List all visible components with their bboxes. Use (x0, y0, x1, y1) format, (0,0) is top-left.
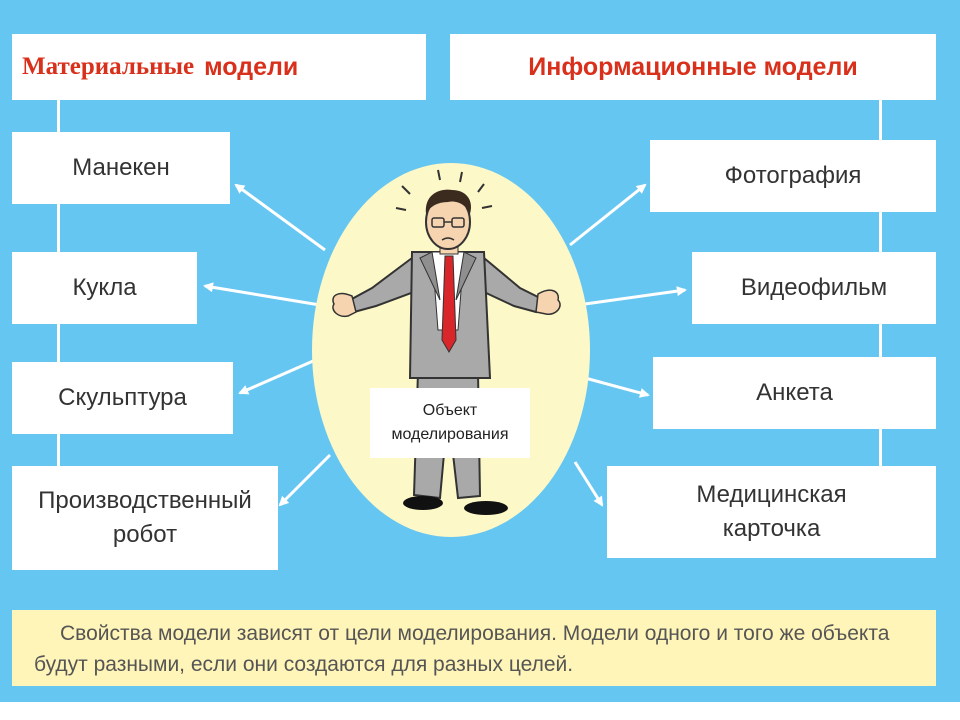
slide-background: Материальные модели Информационные модел… (0, 0, 960, 702)
item-label: Скульптура (58, 384, 187, 411)
emphasis-lines (395, 169, 493, 211)
arrow-to-video (584, 286, 687, 306)
arrow-to-sculpture (238, 356, 321, 395)
material-models-header: Материальные модели (12, 34, 426, 100)
models-header-word: модели (204, 52, 299, 81)
arrow-to-photo (569, 183, 647, 247)
information-model-item: Фотография (650, 140, 936, 212)
material-model-item: Манекен (12, 132, 230, 204)
arrow-to-medical-card (573, 461, 604, 507)
information-model-item: Медицинская карточка (607, 466, 936, 558)
arrow-to-doll (203, 282, 321, 307)
arrow-to-robot (278, 453, 332, 507)
information-model-item: Анкета (653, 357, 936, 429)
item-label: Медицинская карточка (696, 481, 847, 542)
item-label: Производственный робот (38, 487, 252, 548)
label-line-1: Объект (422, 402, 478, 419)
caption-text: Свойства модели зависят от цели моделиро… (34, 622, 890, 676)
item-label: Фотография (724, 162, 862, 189)
material-header-word: Материальные (22, 53, 195, 80)
arrow-to-form (584, 376, 650, 398)
arrow-to-mannequin (234, 183, 326, 252)
item-label: Анкета (756, 379, 833, 406)
caption-box: Свойства модели зависят от цели моделиро… (12, 610, 936, 686)
item-label: Манекен (72, 154, 170, 181)
man-figure (332, 169, 561, 515)
material-model-item: Производственный робот (12, 466, 278, 570)
material-model-item: Скульптура (12, 362, 233, 434)
arrows-layer (203, 183, 687, 507)
information-models-header: Информационные модели (450, 34, 936, 100)
item-label: Кукла (72, 274, 137, 301)
label-line-2: моделирования (391, 426, 509, 443)
material-model-item: Кукла (12, 252, 197, 324)
item-label: Видеофильм (740, 274, 888, 301)
object-of-modeling-label: Объект моделирования (370, 388, 530, 458)
information-model-item: Видеофильм (692, 252, 936, 324)
